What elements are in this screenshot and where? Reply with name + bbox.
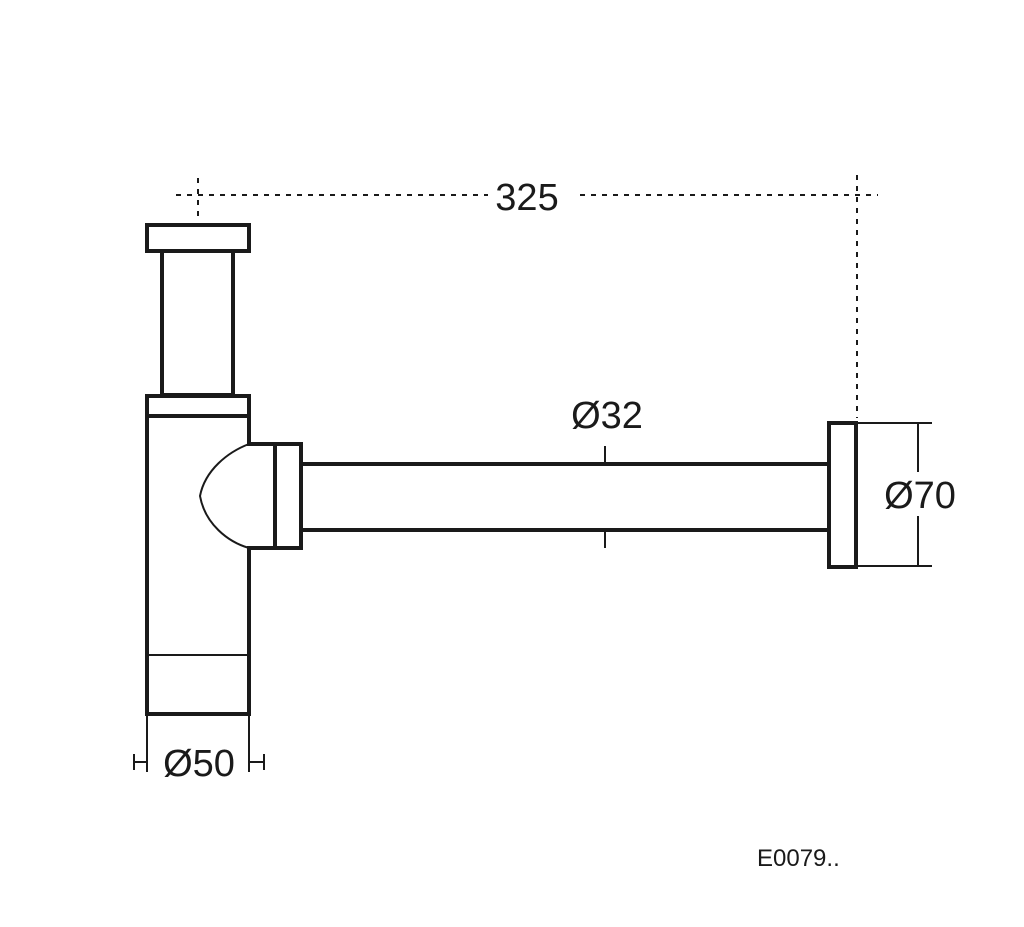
tube-diameter-label: Ø32: [571, 395, 643, 437]
overall-length-label: 325: [495, 177, 558, 219]
waste-tube: Ø32: [299, 395, 831, 548]
top-cap: [145, 223, 251, 253]
trap-body: [145, 223, 303, 716]
flange-plate: [827, 421, 858, 569]
wall-flange: [827, 421, 858, 569]
product-code: E0079..: [757, 845, 840, 872]
overall-length-dimension: 325: [176, 175, 878, 418]
outlet-diameter-dimension: Ø50: [133, 716, 265, 785]
outlet-diameter-label: Ø50: [163, 743, 235, 785]
inlet-tube: [160, 249, 235, 397]
flange-diameter-dimension: Ø70: [858, 422, 956, 567]
flange-diameter-label: Ø70: [884, 475, 956, 517]
outlet-curve: [198, 443, 250, 549]
outlet-nut: [273, 442, 303, 550]
horizontal-tube: [299, 462, 831, 532]
bottle-body: [145, 394, 277, 716]
